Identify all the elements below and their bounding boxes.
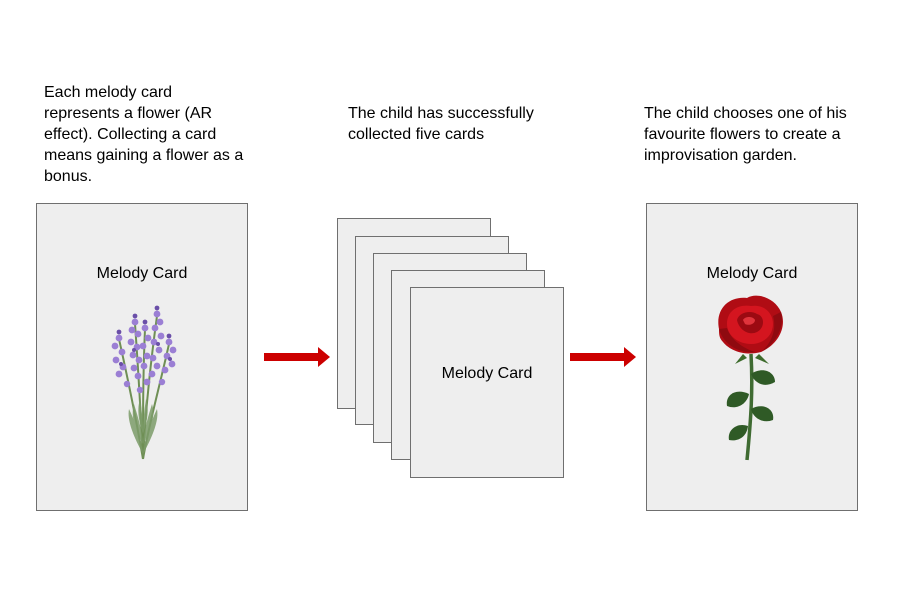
step-3-caption: The child chooses one of his favourite f…: [644, 105, 847, 164]
lavender-icon: [111, 305, 177, 460]
arrow-right-icon: [570, 347, 636, 367]
card-label: Melody Card: [96, 265, 188, 282]
step-2-caption: The child has successfully collected fiv…: [348, 105, 534, 143]
melody-card-lavender: Melody Card: [36, 203, 248, 511]
rose-icon: [718, 295, 783, 461]
melody-card-rose: Melody Card: [646, 203, 858, 511]
card-label: Melody Card: [441, 365, 533, 382]
stacked-card-5: Melody Card: [410, 287, 564, 478]
step-1-caption: Each melody card represents a flower (AR…: [44, 84, 244, 185]
card-label: Melody Card: [706, 265, 798, 282]
arrow-right-icon: [264, 347, 330, 367]
